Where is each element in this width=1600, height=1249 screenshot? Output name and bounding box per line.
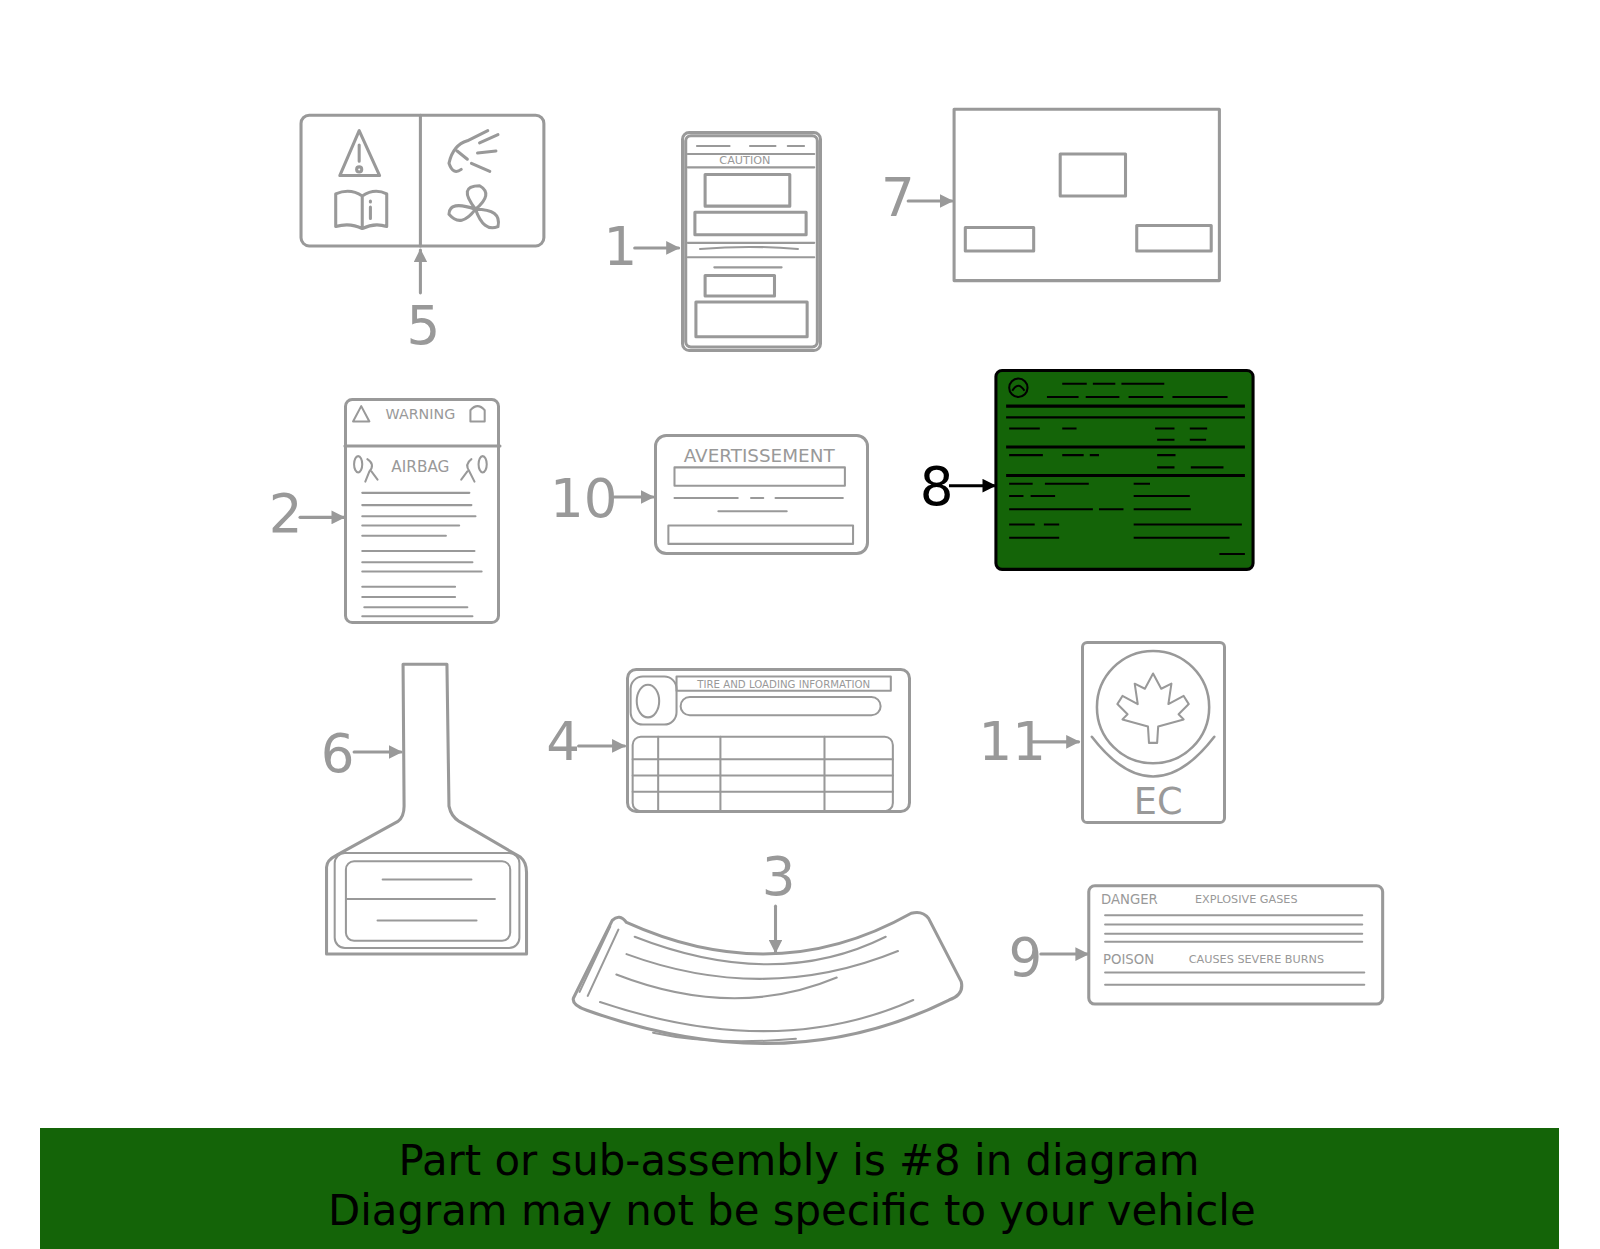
- logo-box: [631, 677, 677, 725]
- note-text: Part or sub-assembly is #8 in diagram: [399, 1140, 1200, 1182]
- tag-inner-outline: [346, 861, 510, 941]
- callout-number: 11: [978, 716, 1046, 769]
- label-outline: [1089, 886, 1383, 1004]
- text-box: [1137, 226, 1211, 252]
- label-inner-outline: [686, 136, 818, 347]
- label-text: AVERTISSEMENT: [684, 447, 835, 465]
- leader-arrow: [949, 484, 995, 487]
- logo-ellipse: [637, 685, 659, 718]
- text-box: [668, 526, 853, 544]
- table-grid: [633, 737, 893, 811]
- leader-arrow: [1041, 953, 1088, 956]
- callout-number: 6: [321, 729, 355, 782]
- label-text: CAUTION: [719, 156, 770, 167]
- text-box: [965, 228, 1033, 251]
- text-lines: [1006, 384, 1245, 554]
- label-sticker: TIRE AND LOADING INFORMATION: [626, 668, 912, 813]
- fan-symbol: [449, 186, 499, 228]
- maple-leaf: [1117, 673, 1188, 742]
- note-text: Diagram may not be specific to your vehi…: [328, 1190, 1256, 1232]
- brand-logo-mark: [1012, 386, 1024, 391]
- label-outline: [301, 115, 544, 246]
- text-lines: [580, 927, 914, 1042]
- text-box: [705, 276, 774, 296]
- text-box: [705, 175, 790, 207]
- curved-label-outline: [573, 912, 962, 1043]
- callout-number: 4: [546, 716, 580, 769]
- callout-number: 7: [881, 172, 915, 225]
- text-lines: [674, 498, 842, 511]
- callout-number: 10: [550, 473, 618, 526]
- text-lines: [362, 493, 481, 616]
- label-sticker: DANGER EXPLOSIVE GASES POISON CAUSES SEVERE…: [1089, 886, 1383, 1004]
- text-box: [695, 212, 806, 234]
- brand-logo: [1009, 379, 1027, 397]
- text-lines: [1105, 915, 1364, 984]
- label-text: AIRBAG: [391, 461, 449, 476]
- highlighted-label: [996, 370, 1253, 569]
- warning-symbol: [340, 131, 380, 176]
- text-box: [696, 302, 807, 337]
- divider-line: [419, 115, 422, 246]
- callout-number: 9: [1009, 933, 1043, 986]
- callout-number: 8: [920, 461, 954, 514]
- leader-arrow: [774, 906, 777, 952]
- callout-number: 1: [604, 221, 638, 274]
- airbag-icon: [354, 456, 362, 472]
- leader-arrow: [579, 744, 625, 747]
- leader-arrow: [614, 495, 653, 498]
- label-text: EXPLOSIVE GASES: [1195, 894, 1298, 905]
- text-lines: [688, 146, 815, 267]
- rule-lines: [1006, 406, 1245, 475]
- text-box: [674, 467, 844, 485]
- label-text: DANGER: [1101, 893, 1158, 906]
- leader-arrow: [300, 516, 344, 519]
- table-outline: [633, 737, 893, 811]
- note-band: Part or sub-assembly is #8 in diagramDia…: [40, 1128, 1559, 1249]
- callout-number: 2: [269, 489, 303, 542]
- warning-dot: [357, 167, 362, 172]
- text-box: [1060, 154, 1125, 196]
- airbag-icon: [479, 456, 487, 472]
- leader-arrow: [354, 751, 401, 754]
- hang-tag-outline: [327, 664, 527, 954]
- label-sticker: WARNING AIRBAG: [344, 398, 500, 625]
- label-text: TIRE AND LOADING INFORMATION: [697, 680, 870, 690]
- tag-inner-outline: [335, 853, 520, 948]
- label-text: EC: [1134, 784, 1183, 821]
- label-text: CAUSES SEVERE BURNS: [1189, 955, 1324, 966]
- callout-number: 3: [762, 851, 796, 904]
- label-text: POISON: [1103, 954, 1154, 967]
- label-sticker: CAUTION: [681, 131, 823, 352]
- hand-symbol: [449, 131, 498, 172]
- label-sticker: AVERTISSEMENT: [654, 434, 869, 555]
- label-outline: [954, 109, 1219, 280]
- divider-line: [345, 444, 500, 447]
- callout-number: 5: [407, 300, 441, 353]
- manual-symbol: [336, 191, 387, 228]
- occupant-icons: [365, 459, 474, 481]
- leader-arrow: [419, 250, 422, 293]
- pill-box: [681, 697, 881, 715]
- label-text: WARNING: [386, 407, 456, 421]
- leader-arrow: [635, 246, 679, 249]
- emblem-circle: [1097, 651, 1209, 763]
- text-lines: [347, 880, 495, 921]
- label-sticker: EC: [1081, 641, 1226, 825]
- heading-box: [677, 677, 891, 691]
- warning-symbols: [353, 406, 485, 421]
